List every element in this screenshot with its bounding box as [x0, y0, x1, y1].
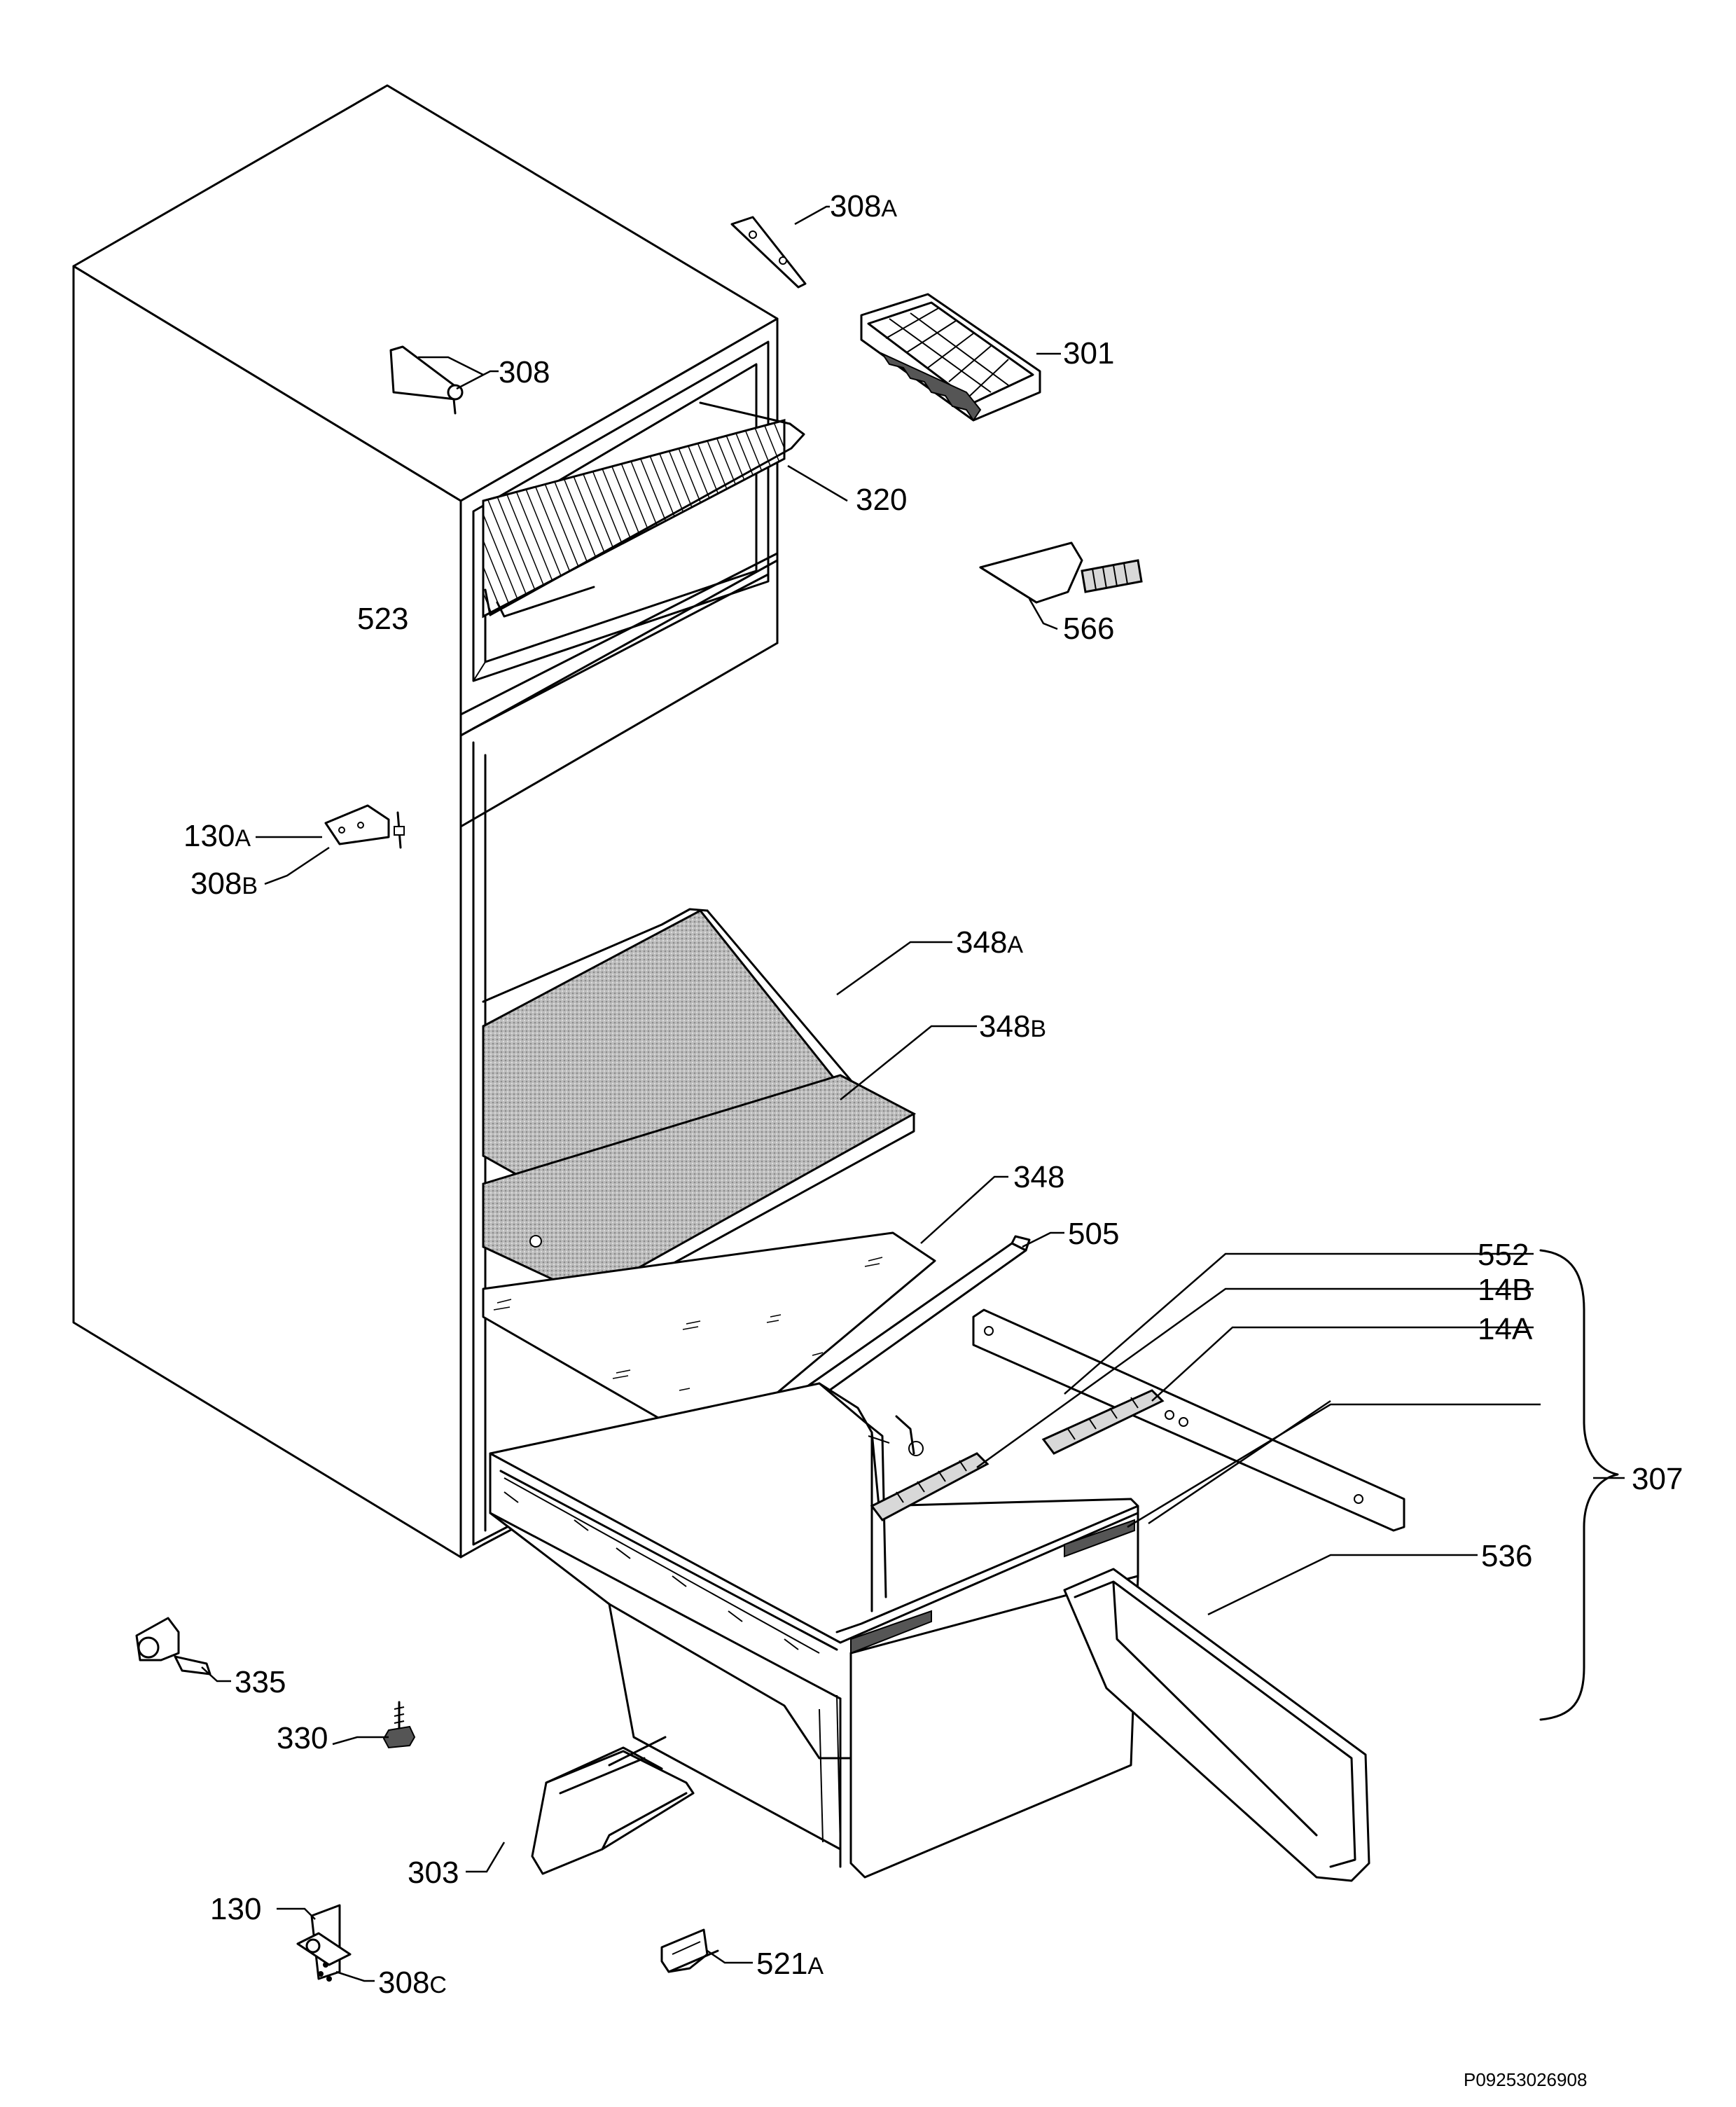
label-348b: 348B	[979, 1009, 1046, 1044]
label-301: 301	[1063, 336, 1114, 371]
label-536: 536	[1481, 1539, 1532, 1573]
leader-lines	[201, 205, 1625, 1982]
drawer-front-536	[1063, 1568, 1370, 1882]
label-308: 308	[499, 355, 550, 389]
label-14a: 14A	[1478, 1312, 1533, 1346]
label-348a: 348A	[956, 925, 1023, 960]
part-labels: 308A 308 301 320 523 566 130A 308B 348A …	[183, 189, 1683, 2000]
ice-scoop-566	[979, 541, 1143, 604]
drawer-slide-14a	[1041, 1389, 1165, 1455]
label-14b: 14B	[1478, 1273, 1532, 1307]
bottom-cover-303	[531, 1736, 695, 1875]
drawer-slide-14b	[870, 1452, 989, 1521]
ice-tray-301	[860, 293, 1041, 422]
label-330: 330	[277, 1721, 328, 1755]
hinge-bracket-308	[389, 345, 464, 415]
label-130: 130	[210, 1892, 261, 1926]
label-348: 348	[1013, 1160, 1064, 1194]
label-335: 335	[235, 1665, 286, 1699]
label-521a: 521A	[756, 1947, 824, 1981]
rail-552	[972, 1308, 1405, 1532]
label-308c: 308C	[378, 1966, 447, 2000]
freezer-shelf-320	[482, 401, 805, 619]
clip-521a	[660, 1928, 719, 1973]
hinge-130	[296, 1904, 352, 1982]
label-308a: 308A	[830, 189, 897, 223]
label-505: 505	[1068, 1217, 1119, 1251]
label-552: 552	[1478, 1238, 1529, 1272]
label-307: 307	[1632, 1462, 1683, 1496]
label-320: 320	[856, 483, 907, 517]
crisper-drawer	[489, 1382, 1139, 1879]
hinge-335	[135, 1617, 211, 1676]
label-523: 523	[357, 602, 408, 636]
foot-330	[382, 1701, 416, 1749]
hinge-130a	[324, 804, 405, 849]
label-566: 566	[1063, 612, 1114, 646]
label-303: 303	[408, 1856, 459, 1890]
label-130a: 130A	[183, 819, 251, 853]
reference-code: P09253026908	[1464, 2069, 1587, 2090]
label-308b: 308B	[190, 866, 258, 901]
hinge-bracket-308a	[730, 216, 807, 289]
